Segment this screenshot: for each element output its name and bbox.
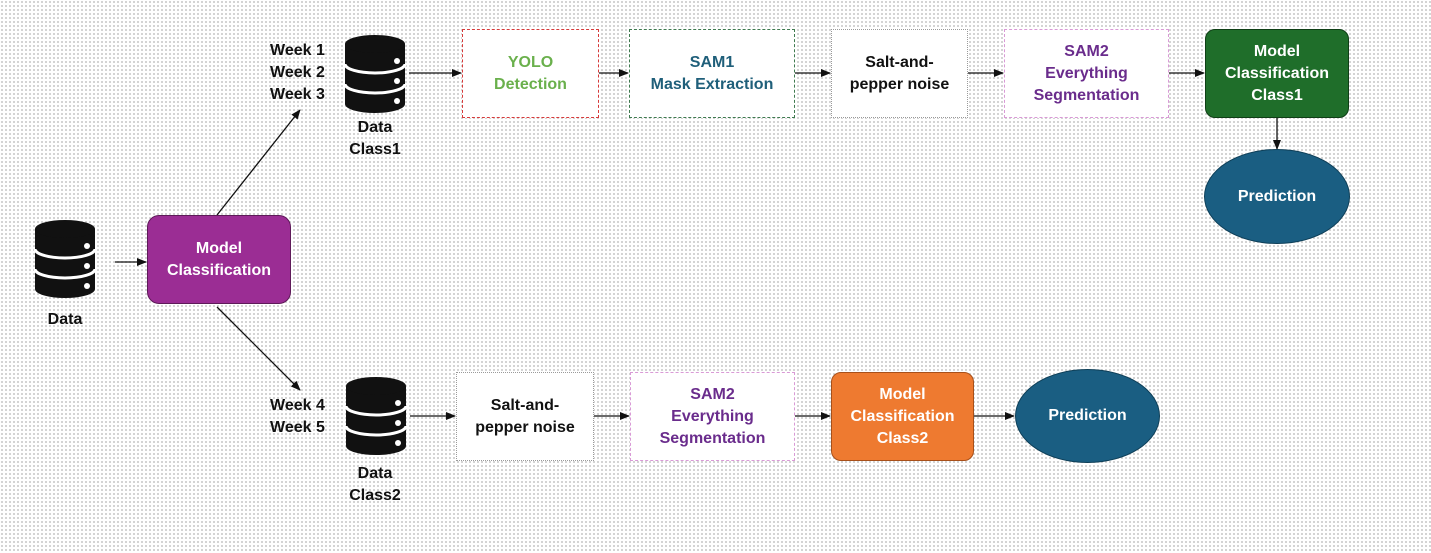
database-class2-icon: [345, 377, 407, 455]
yolo-detection-node: YOLO Detection: [462, 29, 599, 118]
arrow-classifier-to-class1: [216, 109, 301, 216]
model-classification-class2-node: Model Classification Class2: [831, 372, 974, 461]
model-classification-line2: Classification: [166, 261, 272, 279]
model-classification-node: Model Classification: [147, 215, 291, 304]
sam1-mask-extraction-node: SAM1 Mask Extraction: [629, 29, 795, 118]
week-5-label: Week 5: [270, 419, 325, 436]
model2-line2: Classification: [850, 407, 955, 425]
model-classification-line1: Model: [195, 239, 243, 257]
sam1-line1: SAM1: [689, 53, 735, 71]
week-1-label: Week 1: [270, 42, 325, 59]
sam2-class1-line1: SAM2: [1064, 42, 1109, 60]
yolo-line2: Detection: [494, 75, 567, 93]
noise2-line1: Salt-and-: [490, 396, 560, 414]
prediction-class2-node: Prediction: [1015, 369, 1160, 463]
sam2-segmentation-node-class2: SAM2 Everything Segmentation: [630, 372, 795, 461]
week-3-label: Week 3: [270, 86, 325, 103]
sam2-class2-line1: SAM2: [690, 385, 735, 403]
model2-line1: Model: [879, 385, 926, 403]
noise2-line2: pepper noise: [475, 418, 575, 436]
arrow-classifier-to-class2: [216, 306, 301, 391]
week-2-label: Week 2: [270, 64, 325, 81]
model-classification-class1-node: Model Classification Class1: [1205, 29, 1349, 118]
data-class2-label-line1: Data: [357, 465, 393, 482]
sam1-line2: Mask Extraction: [650, 75, 774, 93]
data-label: Data: [47, 311, 83, 328]
prediction-class2-label: Prediction: [1048, 407, 1127, 424]
noise1-line2: pepper noise: [849, 75, 950, 93]
prediction-class1-node: Prediction: [1204, 149, 1350, 244]
sam2-class2-line2: Everything: [671, 407, 754, 425]
model1-line1: Model: [1253, 42, 1301, 60]
sam2-class1-line2: Everything: [1045, 64, 1128, 82]
noise1-line1: Salt-and-: [865, 53, 934, 71]
sam2-class2-line3: Segmentation: [659, 429, 766, 447]
data-class1-label-line2: Class1: [349, 141, 401, 158]
database-class1-icon: [344, 35, 406, 113]
sam2-class1-line3: Segmentation: [1033, 86, 1140, 104]
week-4-label: Week 4: [270, 397, 325, 414]
salt-pepper-noise-node-class1: Salt-and- pepper noise: [831, 29, 968, 118]
salt-pepper-noise-node-class2: Salt-and- pepper noise: [456, 372, 594, 461]
model2-line3: Class2: [876, 429, 929, 447]
data-class1-label-line1: Data: [357, 119, 393, 136]
prediction-class1-label: Prediction: [1237, 187, 1317, 205]
model1-line2: Classification: [1224, 64, 1330, 82]
data-class2-label-line2: Class2: [349, 487, 401, 504]
sam2-segmentation-node-class1: SAM2 Everything Segmentation: [1004, 29, 1169, 118]
yolo-line1: YOLO: [507, 53, 554, 71]
database-icon: [34, 220, 96, 298]
model1-line3: Class1: [1251, 86, 1303, 104]
